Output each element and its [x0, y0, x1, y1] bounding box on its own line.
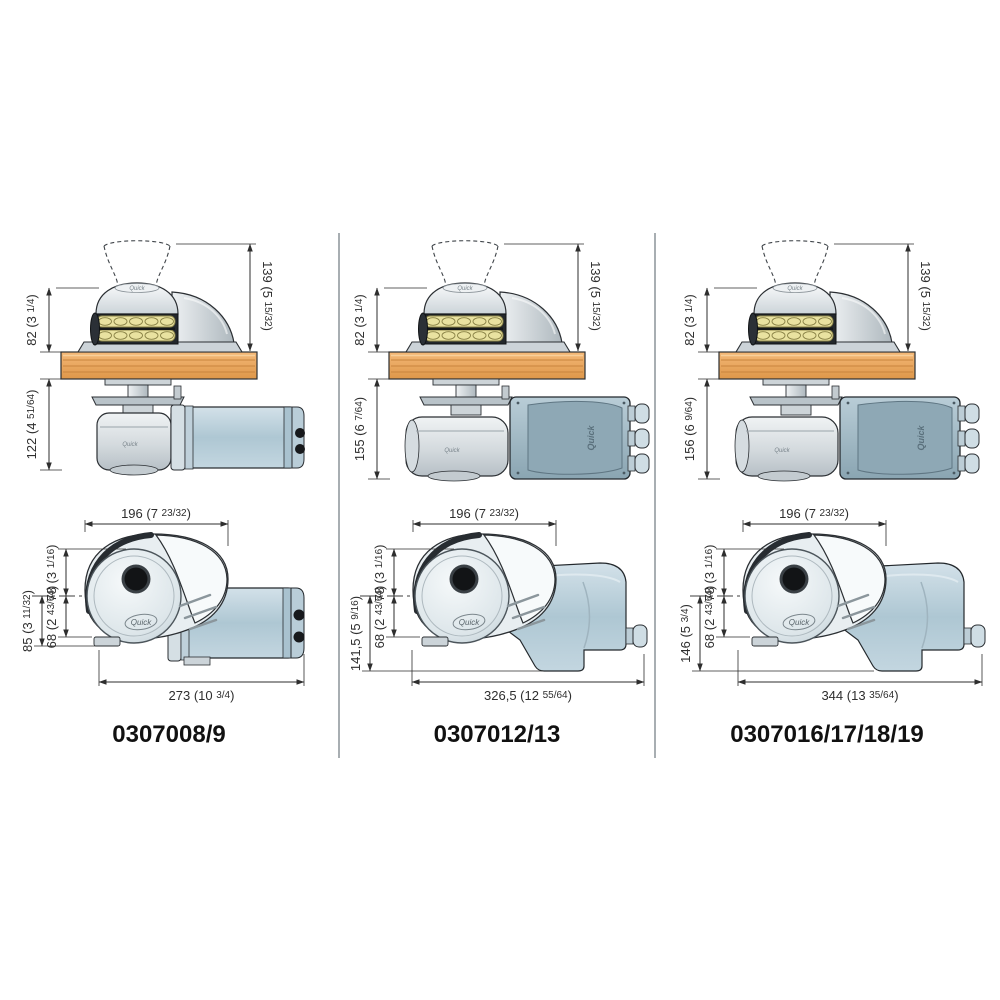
dim-label-clearance-height: 139 (5 15/32) [588, 261, 603, 331]
dim-label-below-deck-depth: 156 (6 9/64) [682, 397, 697, 461]
dim-label-axis-to-bottom: 68 (2 43/64) [372, 586, 387, 649]
dim-label-below-deck-depth: 155 (6 7/64) [352, 397, 367, 461]
dim-label-axis-to-bottom: 68 (2 43/64) [44, 586, 59, 649]
dim-label-overall-width: 196 (7 23/32) [449, 506, 519, 521]
model-number: 0307008/9 [112, 721, 225, 748]
dim-label-overall-length: 344 (13 35/64) [821, 688, 898, 703]
technical-drawing-model-0307008: 82 (3 1/4) 139 (5 15/32) 122 (4 51/64) 196 … [20, 239, 306, 748]
dim-label-above-deck-height: 82 (3 1/4) [352, 294, 367, 346]
dim-label-overall-length: 273 (10 3/4) [169, 688, 235, 703]
dim-label-axis-to-base: 85 (3 11/32) [20, 590, 35, 652]
dim-label-below-deck-depth: 122 (4 51/64) [24, 390, 39, 460]
dim-label-clearance-height: 139 (5 15/32) [260, 261, 275, 331]
column-divider [654, 233, 656, 758]
dim-label-clearance-height: 139 (5 15/32) [918, 261, 933, 331]
dim-label-above-deck-height: 82 (3 1/4) [24, 294, 39, 346]
dim-label-overall-length: 326,5 (12 55/64) [484, 688, 572, 703]
dim-label-overall-width: 196 (7 23/32) [779, 506, 849, 521]
dim-label-axis-to-bottom: 68 (2 43/64) [702, 586, 717, 649]
dim-label-axis-to-base: 146 (5 3/4) [678, 604, 693, 663]
column-divider [338, 233, 340, 758]
dim-label-axis-to-top: 78 (3 1/16) [44, 544, 59, 601]
technical-drawing-model-0307012: 82 (3 1/4) 139 (5 15/32) 155 (6 7/64) 196 (… [348, 239, 650, 748]
dim-label-overall-width: 196 (7 23/32) [121, 506, 191, 521]
dim-label-above-deck-height: 82 (3 1/4) [682, 294, 697, 346]
dim-label-axis-to-top: 78 (3 1/16) [702, 544, 717, 601]
dim-label-axis-to-top: 78 (3 1/16) [372, 544, 387, 601]
model-number: 0307016/17/18/19 [730, 721, 924, 748]
dim-label-axis-to-base: 141,5 (5 9/16) [348, 596, 363, 671]
technical-drawing-model-0307016: 82 (3 1/4) 139 (5 15/32) 156 (6 9/64) 196 (… [678, 239, 986, 748]
model-number: 0307012/13 [434, 721, 561, 748]
